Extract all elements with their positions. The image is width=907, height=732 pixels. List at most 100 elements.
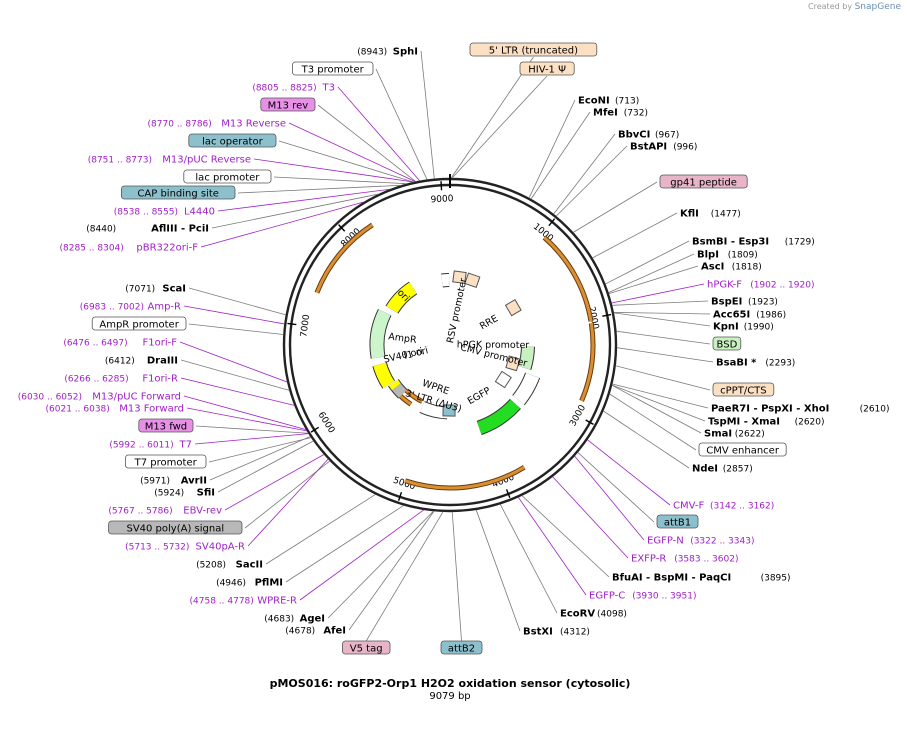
primer-name: hPGK-F [707, 280, 742, 291]
enzyme-name: ScaI [162, 284, 186, 295]
enzyme-position: (713) [615, 97, 639, 107]
primer-name: M13/pUC Reverse [162, 155, 251, 166]
feature-box [452, 270, 467, 284]
right-label-1: HIV-1 Ψ [519, 61, 575, 76]
right-label-25: EGFP-N(3322 .. 3343) [647, 536, 754, 547]
left-label-13: Amp-R (6983 .. 7002) [80, 302, 181, 313]
callout-line [237, 184, 402, 194]
enzyme-name: AflIII - PciI [151, 224, 209, 235]
feature-badge [712, 336, 742, 351]
tick-label: 7000 [299, 314, 312, 338]
ori-feature [386, 282, 417, 314]
enzyme-position: (2620) [795, 418, 825, 428]
enzyme-name: EcoRV [560, 609, 595, 620]
callout-line [188, 323, 284, 335]
feature-badge [656, 514, 699, 529]
feature-layer: 100020003000400050006000700080009000RSV … [282, 174, 618, 513]
left-label-33: V5 tag [341, 640, 391, 655]
callout-line [183, 305, 285, 325]
right-label-31: attB2 [440, 640, 483, 655]
feature-badge [121, 185, 236, 200]
callout-line [247, 458, 329, 547]
enzyme-position: (1809) [728, 251, 758, 261]
enzyme-position: (4678) [285, 627, 315, 637]
callout-line [552, 476, 629, 559]
enzyme-name: BsaBI * [716, 358, 757, 369]
left-label-16: DraIII(6412) [105, 356, 178, 367]
enzyme-name: BstAPI [630, 142, 667, 153]
callout-line [451, 511, 462, 642]
tick-mark [505, 489, 511, 498]
primer-name: EBV-rev [183, 506, 222, 517]
enzyme-position: (4098) [597, 610, 627, 620]
enzyme-position: (996) [673, 143, 697, 153]
callout-line [611, 384, 702, 434]
callout-line [608, 253, 695, 294]
right-label-23: CMV-F(3142 .. 3162) [673, 501, 774, 512]
primer-position: (8751 .. 8773) [88, 156, 152, 166]
callout-line [555, 145, 628, 217]
callout-line [499, 504, 558, 614]
orf-arc-outline [542, 235, 594, 322]
ampr-label: AmpR [388, 331, 418, 346]
feature-badge [698, 442, 787, 457]
feature-badge-text: cPPT/CTS [720, 386, 766, 397]
primer-position: (6476 .. 6497) [63, 339, 127, 349]
feature-badge [291, 61, 374, 76]
sv40-ori-label: SV40 ori [383, 346, 424, 366]
enzyme-position: (2857) [723, 465, 753, 475]
primer-name: T7 [179, 440, 192, 451]
right-label-17: cPPT/CTS [712, 382, 775, 397]
callout-line [200, 201, 364, 248]
primer-name: F1ori-R [142, 374, 178, 385]
enzyme-position: (5208) [196, 561, 226, 571]
orf-arc [404, 465, 526, 490]
sv40-polya-feature [392, 383, 407, 398]
enzyme-name: BlpI [697, 250, 719, 261]
feature-badge-text: M13 rev [268, 101, 309, 112]
primer-position: (6983 .. 7002) [80, 303, 144, 313]
callout-line [365, 511, 444, 642]
callout-line [194, 433, 309, 445]
feature-badge-text: T3 promoter [301, 65, 365, 76]
enzyme-name: PflMI [255, 578, 283, 589]
primer-name: Amp-R [148, 302, 182, 313]
callout-line [217, 188, 390, 212]
left-label-8: CAP binding site [121, 185, 236, 200]
enzyme-name: BbvCI [618, 130, 650, 141]
feature-badge-text: CMV enhancer [706, 446, 780, 457]
primer-name: M13 Reverse [221, 119, 286, 130]
enzyme-position: (4683) [264, 615, 294, 625]
feature-badge [108, 520, 243, 535]
primer-name: M13 Forward [119, 404, 184, 415]
callout-line [209, 436, 311, 481]
callout-line [217, 440, 314, 493]
primer-name: WPRE-R [257, 596, 297, 607]
callout-line [592, 212, 678, 259]
enzyme-name: KflI [680, 209, 699, 220]
enzyme-name: SphI [393, 47, 418, 58]
enzyme-position: (1818) [732, 263, 762, 273]
right-label-18: PaeR7I - PspXI - XhoI(2610) [711, 404, 890, 415]
primer-name: L4440 [184, 207, 215, 218]
callout-line [608, 265, 699, 295]
sv40-ori-feature [373, 362, 395, 389]
callout-line [574, 455, 645, 541]
orf-arc [580, 323, 595, 402]
hpgk-promoter-label: hPGK promoter [457, 340, 530, 352]
primer-position: (3930 .. 3951) [632, 592, 696, 602]
orf-arc [543, 236, 593, 322]
enzyme-position: (7071) [125, 285, 155, 295]
tick-mark [310, 426, 320, 433]
enzyme-position: (5924) [154, 489, 184, 499]
snapgene-logo-text: SnapGene [854, 2, 901, 12]
feature-badge-text: lac promoter [195, 173, 260, 184]
enzyme-name: MfeI [593, 108, 618, 119]
primer-name: CMV-F [673, 501, 704, 512]
primer-position: (6030 .. 6052) [18, 393, 82, 403]
enzyme-name: AfeI [323, 626, 346, 637]
enzyme-position: (2293) [765, 359, 795, 369]
enzyme-position: (4946) [216, 579, 246, 589]
callout-lines [179, 50, 714, 642]
